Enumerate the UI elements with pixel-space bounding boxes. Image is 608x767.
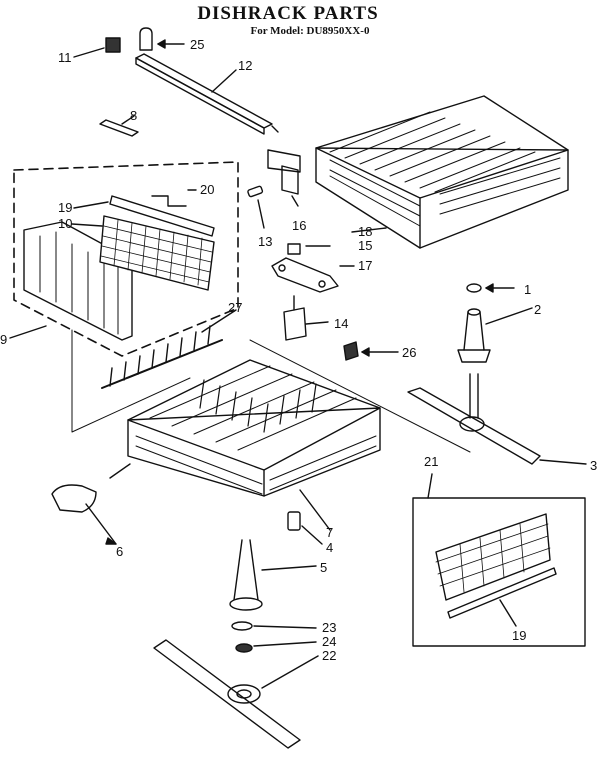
callout-26: 26 [402,345,416,360]
bushing-part-4 [287,511,323,545]
callout-1: 1 [524,282,531,297]
guide-line-2 [71,329,191,433]
callout-19-lower: 19 [512,628,526,643]
screw-part-13 [247,185,265,229]
spray-arm-part-22 [153,639,319,749]
callout-15: 15 [358,238,372,253]
callout-23: 23 [322,620,336,635]
basket-part-21 [427,473,551,601]
spray-arm-part-3 [407,373,587,465]
diagram-title: DISHRACK PARTS [197,3,379,24]
callout-6: 6 [116,544,123,559]
bracket-part-14 [283,295,329,341]
strip-part-19 [73,195,215,237]
callout-3: 3 [590,458,597,473]
callout-2: 2 [534,302,541,317]
callout-7: 7 [326,525,333,540]
guide-line [249,339,471,453]
tube-part-2 [457,307,533,363]
strip-part-19-lower [447,567,557,627]
wheel-part-6 [51,463,131,545]
callout-19: 19 [58,200,72,215]
callout-13: 13 [258,234,272,249]
callout-8: 8 [130,108,137,123]
washer-part-23 [231,621,317,631]
arm-part-17 [271,243,355,293]
callout-14: 14 [334,316,348,331]
callout-9: 9 [0,332,7,347]
callout-5: 5 [320,560,327,575]
callout-11: 11 [58,50,72,65]
washer-part-24 [235,641,317,653]
tube-part-5 [229,539,317,611]
clip-part-11 [73,37,121,58]
tines-part-27 [101,309,237,389]
callout-21: 21 [424,454,438,469]
callout-16: 16 [292,218,306,233]
bar-part-8 [99,115,139,137]
callout-27: 27 [228,300,242,315]
cap-part-1 [466,283,515,293]
clip-part-20 [151,189,197,207]
clip-part-25 [139,27,185,51]
basket-group-enclosure [13,161,239,357]
callout-12: 12 [238,58,252,73]
clip-part-26 [343,341,399,361]
basket-grid-part-10 [71,215,215,291]
callout-18: 18 [358,224,372,239]
callout-10: 10 [58,216,72,231]
basket-kit-enclosure [412,497,586,647]
upper-rack-part-18 [315,95,569,249]
lower-rack-part-7 [127,359,381,531]
bracket-part-16 [267,149,301,207]
callout-22: 22 [322,648,336,663]
callout-24: 24 [322,634,336,649]
callout-4: 4 [326,540,333,555]
rail-part-12 [135,53,279,135]
callout-25: 25 [190,37,204,52]
model-label: For Model: DU8950XX-0 [250,25,370,37]
callout-20: 20 [200,182,214,197]
callout-17: 17 [358,258,372,273]
